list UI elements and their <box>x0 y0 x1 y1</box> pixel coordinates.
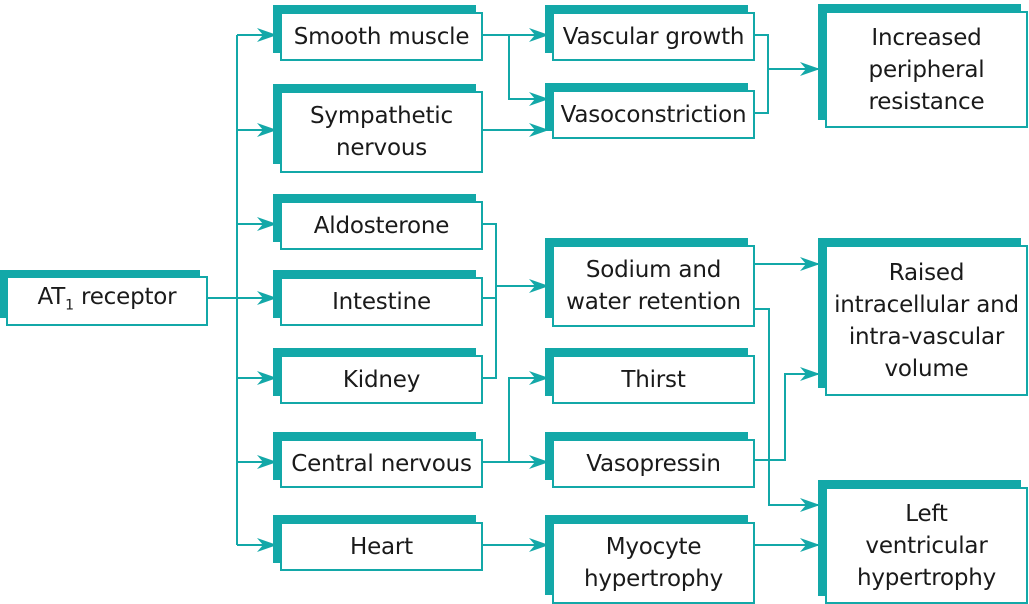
node-label: Raised intracellular and intra-vascular … <box>834 259 1019 382</box>
node-raised-volume: Raised intracellular and intra-vascular … <box>818 238 1028 396</box>
node-label: Vascular growth <box>562 23 745 50</box>
node-vasopressin: Vasopressin <box>545 432 755 488</box>
node-myocyte-hypertrophy: Myocyte hypertrophy <box>545 515 755 604</box>
node-vascular-growth: Vascular growth <box>545 5 755 61</box>
edge-sodium-lvh <box>753 308 820 512</box>
node-label: Central nervous <box>291 450 472 477</box>
node-heart: Heart <box>273 515 483 571</box>
node-label: Increased peripheral resistance <box>868 24 985 115</box>
edge-vascular-join <box>753 34 769 114</box>
node-label: Left ventricular hypertrophy <box>856 500 997 591</box>
node-left-ventricular-hypertrophy: Left ventricular hypertrophy <box>818 480 1028 604</box>
node-label: Sodium and water retention <box>566 257 741 315</box>
node-sympathetic-nervous: Sympathetic nervous <box>273 84 483 173</box>
edge-aldosterone-join <box>481 223 497 379</box>
node-label: Smooth muscle <box>293 23 470 50</box>
edge-central-thirst <box>508 371 549 462</box>
node-increased-peripheral-resistance: Increased peripheral resistance <box>818 4 1028 128</box>
edge-vasopressin-volume <box>753 367 820 461</box>
node-aldosterone: Aldosterone <box>273 194 483 250</box>
node-sodium-water-retention: Sodium and water retention <box>545 238 755 327</box>
node-label: Intestine <box>332 288 431 315</box>
node-label: Thirst <box>621 366 686 393</box>
node-label: Myocyte hypertrophy <box>583 534 724 592</box>
node-at1-receptor: AT1 receptor <box>0 270 208 326</box>
node-label: Vasoconstriction <box>560 101 747 128</box>
node-intestine: Intestine <box>273 270 483 326</box>
node-smooth-muscle: Smooth muscle <box>273 5 483 61</box>
node-label: Heart <box>349 533 413 560</box>
edge-smooth-vasoconstriction <box>508 35 549 106</box>
node-thirst: Thirst <box>545 348 755 404</box>
node-label: Sympathetic nervous <box>310 103 453 161</box>
node-vasoconstriction: Vasoconstriction <box>545 83 755 139</box>
node-label: Aldosterone <box>313 212 450 239</box>
node-kidney: Kidney <box>273 348 483 404</box>
node-central-nervous: Central nervous <box>273 432 483 488</box>
node-label: Kidney <box>342 366 421 393</box>
node-label: AT1 receptor <box>37 283 177 314</box>
node-label: Vasopressin <box>586 450 721 477</box>
